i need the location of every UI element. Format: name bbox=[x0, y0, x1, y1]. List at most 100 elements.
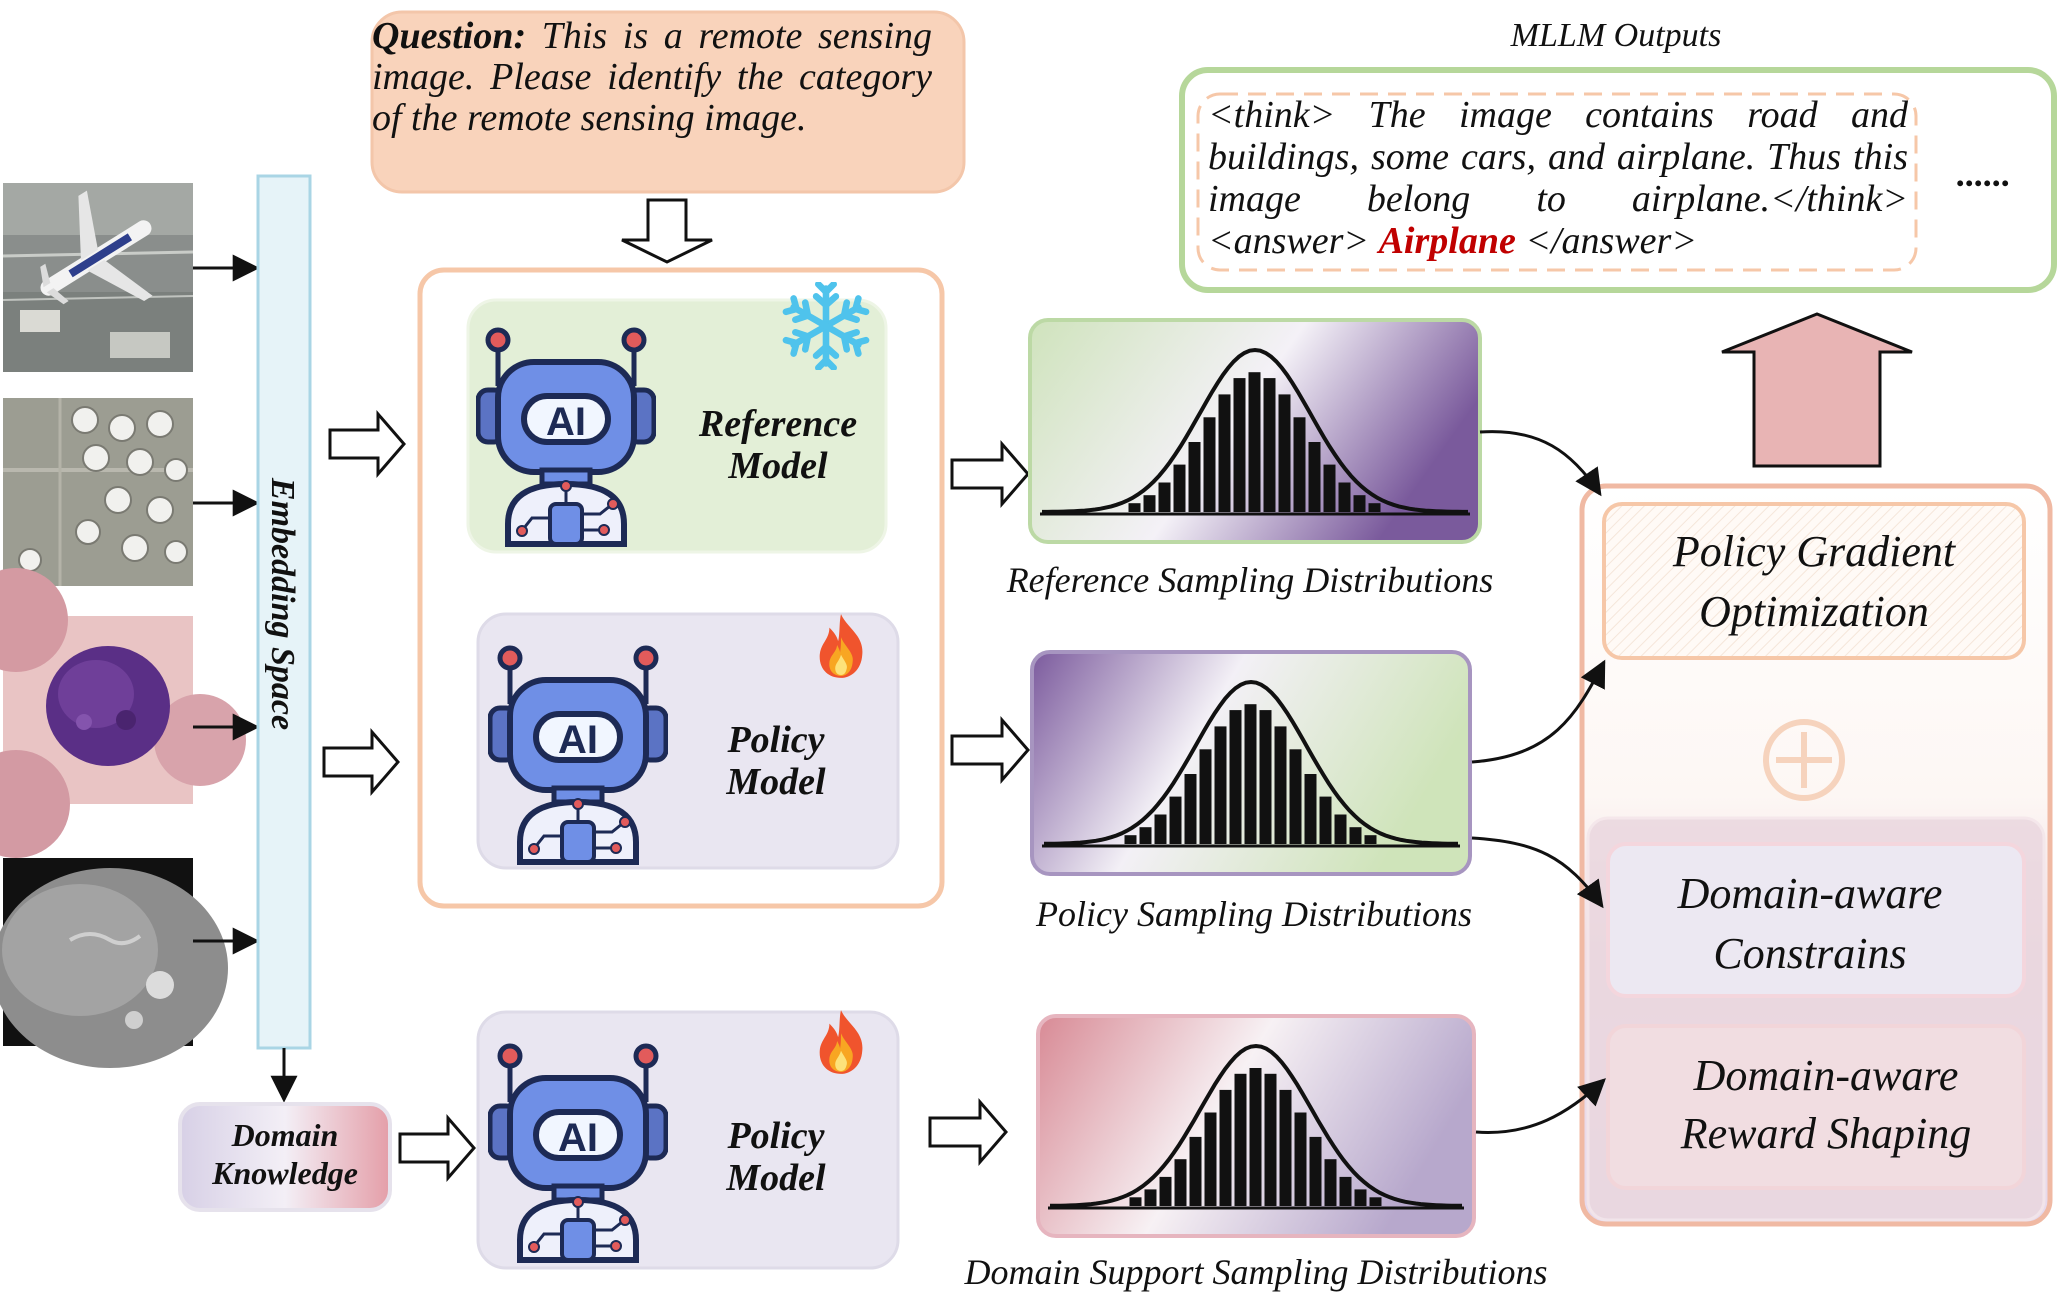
policy-model-card: Policy Model bbox=[476, 612, 900, 870]
policy-histogram-bar bbox=[1184, 774, 1197, 844]
policy-histogram-bar bbox=[1229, 710, 1242, 844]
reference-histogram-bar bbox=[1248, 372, 1261, 512]
policy-gradient-optimization-box: Policy Gradient Optimization bbox=[1602, 502, 2026, 660]
policy-distribution-caption: Policy Sampling Distributions bbox=[1035, 894, 1472, 934]
policy-histogram-bar bbox=[1124, 835, 1137, 844]
domain-aware-reward-shaping-box: Domain-aware Reward Shaping bbox=[1606, 1024, 2026, 1190]
answer-value: Airplane bbox=[1378, 220, 1516, 262]
policy-histogram-bar bbox=[1259, 710, 1272, 844]
policy-histogram-bar bbox=[1214, 726, 1227, 844]
domain-knowledge-line1: Domain bbox=[231, 1117, 339, 1153]
reward-line1: Domain-aware bbox=[1693, 1051, 1959, 1100]
reference-histogram-bar bbox=[1188, 442, 1201, 512]
domain-knowledge-line2: Knowledge bbox=[211, 1155, 358, 1191]
question-down-arrow bbox=[621, 198, 713, 264]
policy-histogram-bar bbox=[1289, 749, 1302, 844]
domain-histogram-bar bbox=[1354, 1189, 1367, 1206]
policy-histogram-bar bbox=[1274, 726, 1287, 844]
domain-histogram-bar bbox=[1129, 1197, 1142, 1206]
mllm-output-text: <think> The image contains road and buil… bbox=[1208, 94, 1908, 262]
connector-domain-to-reward bbox=[1475, 1078, 1606, 1134]
domain-histogram-bar bbox=[1219, 1089, 1232, 1206]
reference-distribution-panel bbox=[1028, 318, 1482, 544]
reference-distribution-caption: Reference Sampling Distributions bbox=[1006, 560, 1494, 600]
policy-histogram-bar bbox=[1334, 814, 1347, 844]
domain-distribution-caption: Domain Support Sampling Distributions bbox=[963, 1252, 1547, 1292]
think-close-tag: </think> bbox=[1770, 178, 1908, 220]
reference-bell-curve bbox=[1042, 347, 1468, 514]
reference-histogram-bar bbox=[1263, 378, 1276, 512]
question-box bbox=[370, 10, 966, 194]
think-open-tag: <think> bbox=[1208, 94, 1336, 136]
arrow-to-domain-policy-model bbox=[398, 1113, 476, 1183]
input-image-blood-cell bbox=[0, 568, 246, 858]
constraints-line1: Domain-aware bbox=[1677, 869, 1943, 918]
policy-bell-curve bbox=[1044, 679, 1458, 846]
domain-histogram-bar bbox=[1324, 1159, 1337, 1206]
domain-histogram-bar bbox=[1264, 1073, 1277, 1206]
reward-line2: Reward Shaping bbox=[1680, 1109, 1971, 1158]
arrow-to-reference-model bbox=[328, 409, 406, 479]
policy-histogram-bar bbox=[1139, 827, 1152, 844]
domain-histogram-bar bbox=[1144, 1189, 1157, 1206]
mllm-outputs-title: MLLM Outputs bbox=[1510, 17, 1722, 54]
domain-histogram-bar bbox=[1369, 1197, 1382, 1206]
domain-histogram-bar bbox=[1249, 1068, 1262, 1206]
pgo-line2: Optimization bbox=[1699, 587, 1929, 636]
reference-histogram-bar bbox=[1353, 495, 1366, 512]
domain-histogram-bar bbox=[1279, 1089, 1292, 1206]
domain-policy-model-line2: Model bbox=[725, 1157, 826, 1199]
domain-histogram-bar bbox=[1294, 1112, 1307, 1206]
mllm-ellipsis: ...... bbox=[1957, 154, 2011, 194]
domain-histogram-bar bbox=[1189, 1136, 1202, 1206]
connector-policy-to-constraints bbox=[1471, 836, 1604, 909]
reference-histogram-bar bbox=[1233, 378, 1246, 512]
domain-policy-model-line1: Policy bbox=[726, 1115, 824, 1157]
question-label: Question: bbox=[372, 15, 527, 57]
reference-histogram-bar bbox=[1128, 503, 1141, 512]
policy-histogram-bar bbox=[1319, 796, 1332, 844]
constraints-line2: Constrains bbox=[1713, 929, 1906, 978]
embedding-space-bar: Embedding Space bbox=[256, 174, 312, 1050]
mllm-output-dashed-frame bbox=[1196, 92, 1918, 272]
reference-model-line2: Model bbox=[727, 445, 828, 487]
domain-histogram-bar bbox=[1174, 1159, 1187, 1206]
policy-histogram-bar bbox=[1349, 827, 1362, 844]
reference-model-card: Reference Model bbox=[466, 284, 888, 554]
reference-histogram-bar bbox=[1173, 464, 1186, 512]
reference-histogram-bar bbox=[1203, 417, 1216, 512]
hollow-arrows bbox=[322, 409, 1030, 1183]
policy-histogram-bar bbox=[1304, 774, 1317, 844]
policy-histogram-bar bbox=[1364, 835, 1377, 844]
reference-histogram-bar bbox=[1293, 417, 1306, 512]
policy-histogram-bar bbox=[1154, 814, 1167, 844]
policy-distribution-panel bbox=[1030, 650, 1472, 876]
reference-histogram-bar bbox=[1158, 482, 1171, 512]
input-image-storage-tanks bbox=[3, 398, 193, 586]
output-up-arrow bbox=[1721, 312, 1913, 468]
policy-model-line1: Policy bbox=[726, 719, 824, 761]
input-image-airplane bbox=[2, 183, 194, 372]
domain-histogram-bar bbox=[1309, 1136, 1322, 1206]
policy-model-line2: Model bbox=[725, 761, 826, 803]
reference-histogram-bar bbox=[1278, 394, 1291, 512]
answer-open-tag: <answer> bbox=[1208, 220, 1370, 262]
domain-aware-constraints-box: Domain-aware Constrains bbox=[1606, 842, 2026, 998]
reference-histogram-bar bbox=[1323, 464, 1336, 512]
connector-reference-to-optimization bbox=[1479, 430, 1602, 497]
policy-histogram-bar bbox=[1199, 749, 1212, 844]
plus-icon bbox=[1763, 719, 1845, 801]
domain-bell-curve bbox=[1050, 1043, 1462, 1208]
policy-histogram-bar bbox=[1244, 704, 1257, 844]
question-text: This is a remote sensing image. Please i… bbox=[372, 15, 933, 139]
domain-distribution-panel bbox=[1036, 1014, 1476, 1238]
answer-close-tag: </answer> bbox=[1525, 220, 1697, 262]
reference-histogram-bar bbox=[1338, 482, 1351, 512]
pgo-line1: Policy Gradient bbox=[1672, 527, 1957, 576]
domain-policy-model-card: Policy Model bbox=[476, 1010, 900, 1270]
reference-histogram-bar bbox=[1368, 503, 1381, 512]
reference-histogram-bar bbox=[1143, 495, 1156, 512]
embedding-space-label: Embedding Space bbox=[264, 477, 301, 730]
